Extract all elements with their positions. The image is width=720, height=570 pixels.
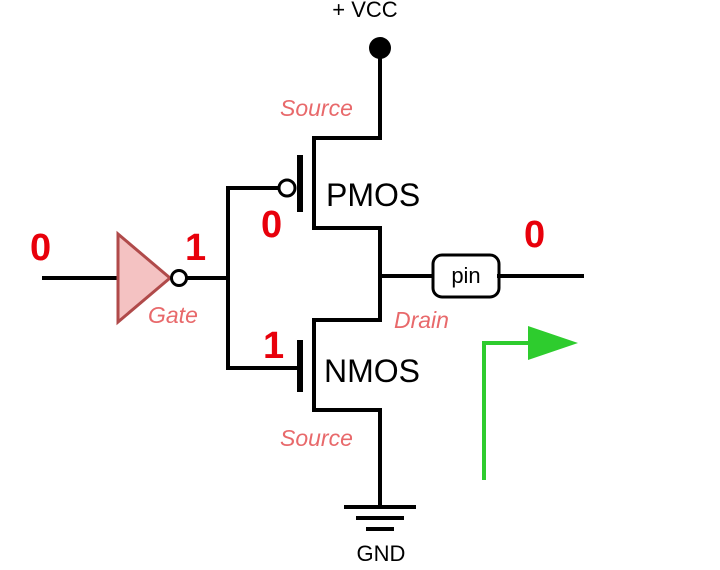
nmos-label: NMOS xyxy=(324,353,420,389)
vcc-label: + VCC xyxy=(332,0,398,22)
output-value: 0 xyxy=(524,214,545,256)
flow-arrow-shaft xyxy=(482,341,542,480)
gnd-label: GND xyxy=(357,541,406,566)
drain-label: Drain xyxy=(394,307,449,333)
pmos-gate-value: 0 xyxy=(261,204,282,246)
inverter-output-value: 1 xyxy=(185,227,206,269)
nmos-gate-value: 1 xyxy=(263,325,284,367)
inverter-bubble xyxy=(170,269,188,287)
nmos-source-wire xyxy=(312,408,382,507)
pmos-gate-bubble xyxy=(277,178,297,198)
flow-arrow-head xyxy=(528,326,578,360)
output-pin-label: pin xyxy=(451,263,480,288)
pmos-drain-wire xyxy=(312,226,382,322)
nmos-drain-wire xyxy=(312,318,382,412)
gate-label: Gate xyxy=(148,302,198,328)
pmos-source-label: Source xyxy=(280,95,353,121)
input-value: 0 xyxy=(30,227,51,269)
pmos-source-wire xyxy=(312,136,382,230)
nmos-source-label: Source xyxy=(280,425,353,451)
pmos-label: PMOS xyxy=(326,177,420,213)
inverter-triangle xyxy=(116,230,173,326)
